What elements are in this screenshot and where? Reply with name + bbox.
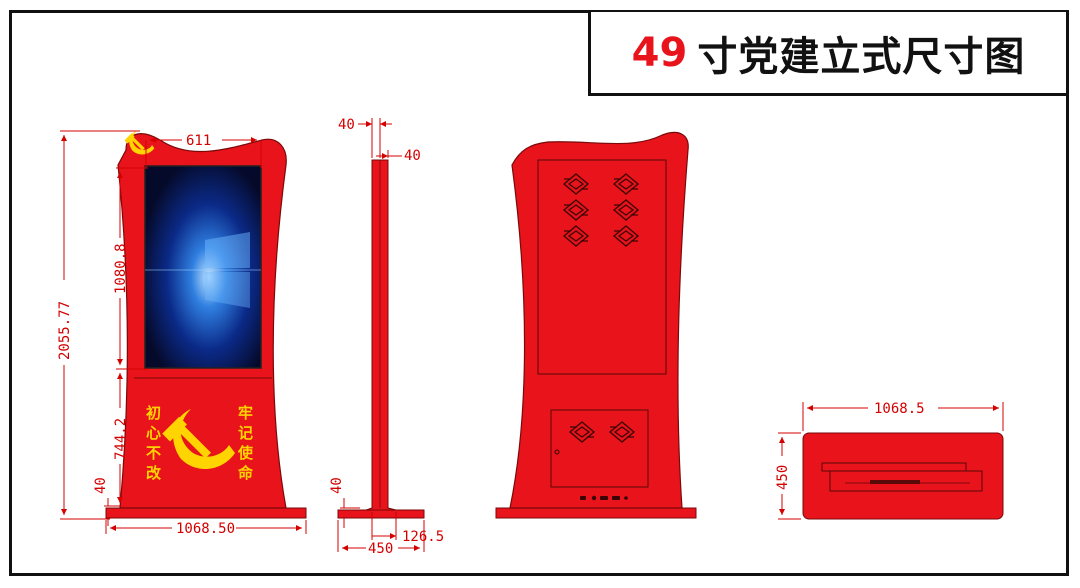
dim-screen-height: 1080.8 [113,243,129,294]
title-text: 寸党建立式尺寸图 [697,33,1026,80]
side-view: 40 40 40 450 126.5 [329,117,444,557]
top-dim-depth: 450 [775,465,791,490]
vent-icon [562,173,590,195]
slogan-left-char: 心 [146,424,161,442]
hammer-sickle-icon [124,130,155,155]
screen-logo-icon [145,232,261,308]
side-dimensions [337,118,425,552]
back-base-plate [495,507,697,519]
front-view: 初 心 不 改 牢 记 使 命 [57,130,307,537]
vent-icon [562,199,590,221]
dim-lower-height: 744.2 [113,418,129,460]
top-body-outline [821,462,967,472]
slogan-right-char: 记 [238,424,253,442]
title-number: 49 [631,29,688,76]
back-lock-icon [554,449,560,455]
vent-icon [608,421,636,443]
side-body [365,159,397,511]
slogan-right-char: 牢 [238,404,253,422]
slogan-right-char: 使 [237,444,254,462]
back-body [509,131,689,509]
top-view: 1068.5 450 [775,401,1004,520]
front-base-plate [105,507,307,519]
slogan-right-char: 命 [237,464,254,482]
title-box: 49 寸党建立式尺寸图 [588,12,1066,96]
dim-base-width: 1068.50 [176,521,235,537]
top-detail-slot [870,480,920,484]
vent-icon [562,225,590,247]
top-dim-width: 1068.5 [874,401,925,417]
back-upper-panel [537,159,667,375]
dim-total-height: 2055.77 [57,301,73,360]
back-vent-group [562,173,640,443]
dim-base-height: 40 [93,477,109,494]
vent-icon [612,199,640,221]
hammer-sickle-icon [162,409,235,470]
side-dim-base-height: 40 [329,477,345,494]
slogan-left-char: 不 [146,444,161,462]
side-base-plate [337,509,425,519]
front-screen [144,165,262,369]
vent-icon [612,225,640,247]
back-lower-panel [550,409,649,488]
vent-icon [568,421,596,443]
slogan-left-char: 改 [146,464,162,482]
side-dim-top-b: 40 [404,148,421,164]
slogan-right: 牢 记 使 命 [237,404,254,482]
side-dim-depth: 450 [368,541,393,557]
side-dim-top-a: 40 [338,117,355,133]
dim-top-width: 611 [186,133,211,149]
slogan-left-char: 初 [146,404,161,422]
vent-icon [612,173,640,195]
side-dim-foot: 126.5 [402,529,444,545]
front-dimensions [60,130,307,534]
slogan-left: 初 心 不 改 [146,404,162,482]
top-dimensions [778,402,1004,520]
back-view [495,131,697,519]
back-port-strip [580,495,628,501]
